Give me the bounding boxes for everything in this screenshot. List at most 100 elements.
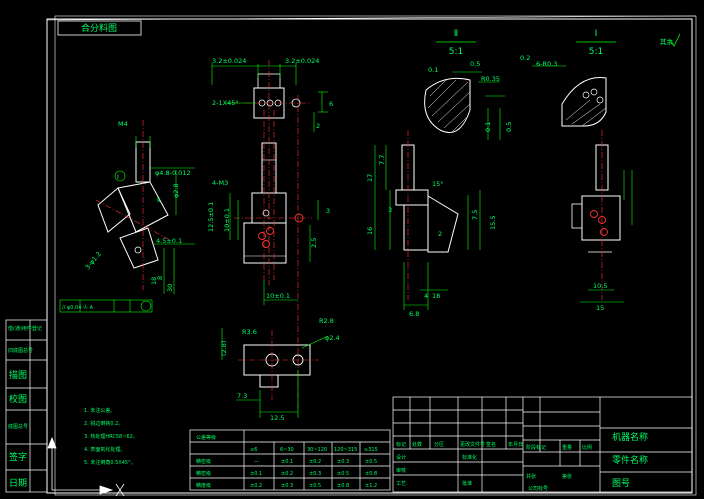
dim-0-1-top: 0.1 xyxy=(428,66,438,74)
dim-2-8: φ2.8 xyxy=(172,183,180,198)
dim-16: 16 xyxy=(366,227,374,235)
side-panel-row-6: 签字 xyxy=(9,451,27,463)
tb-cell-8: 审核 xyxy=(396,467,406,474)
dim-4-side: 4 xyxy=(424,292,428,300)
dim-3: 3 xyxy=(326,207,330,215)
dim-r28: R2.8 xyxy=(319,317,334,325)
dim-6r03: 6-R0.3 xyxy=(536,60,557,68)
side-panel-row-1: 借(通)用件登记 xyxy=(8,325,42,332)
tol-row0-2: ±0.1 xyxy=(281,459,293,465)
frame-top-line xyxy=(46,15,697,21)
ucs-axis-icon xyxy=(47,436,125,497)
side-view-1 xyxy=(395,130,459,300)
label-roman-b: Ⅱ xyxy=(157,196,160,204)
dims-main xyxy=(211,63,328,305)
dim-chamfer: 2-1X45° xyxy=(212,99,239,107)
tol-row1-5: ±0.8 xyxy=(365,471,377,477)
dim-12-5: 12.5±0.1 xyxy=(207,202,215,232)
dim-1-2: 3-φ1.2 xyxy=(83,250,103,271)
tol-row2-5: ±1.2 xyxy=(365,483,377,489)
tb-company: 公司标号 xyxy=(528,485,548,492)
tb-cell-5: 年月日 xyxy=(508,441,523,448)
title-block xyxy=(392,396,693,493)
title-block-text: 标记 处数 分区 更改文件号 签名 年月日 设计 标准化 审核 工艺 批准 阶段… xyxy=(396,431,648,492)
tol-row0-4: ±0.3 xyxy=(337,459,349,465)
tb-cell-4: 签名 xyxy=(486,441,496,448)
side-panel-row-5: 底图总号 xyxy=(8,423,28,430)
outer-border xyxy=(46,18,693,494)
tb-cell-10: 批准 xyxy=(462,480,472,487)
detail-I-label: Ⅱ xyxy=(454,29,458,39)
tol-row0-5: ±0.5 xyxy=(365,459,377,465)
tb-cell-6: 设计 xyxy=(396,454,406,461)
tol-row1-2: ±0.2 xyxy=(281,471,293,477)
tb-cell-3: 更改文件号 xyxy=(460,441,485,448)
detail-view-I xyxy=(424,41,476,133)
title-box xyxy=(57,20,142,36)
tol-row1-3: ±0.3 xyxy=(309,471,321,477)
tb-cell-14: 共张 xyxy=(526,473,536,480)
dim-top-right-tol: 3.2±0.024 xyxy=(285,57,319,65)
dims-left xyxy=(59,136,195,313)
dim-10-note: 10±0.1 xyxy=(223,208,231,232)
dim-0-1-side: 0.1 xyxy=(484,122,492,132)
tb-machine-name: 机器名称 xyxy=(612,431,648,443)
dim-7-3: 7.3 xyxy=(237,392,247,400)
dims-side-1 xyxy=(374,145,481,310)
note-5: 5. 未注倒角0.5X45°。 xyxy=(84,459,136,466)
dims-side-2 xyxy=(580,170,633,303)
tb-cell-0: 标记 xyxy=(396,441,406,448)
tol-row0-3: ±0.2 xyxy=(309,459,321,465)
title-box-text: 合分料图 xyxy=(81,22,117,34)
dim-30: 30 xyxy=(166,284,174,292)
dim-m4: M4 xyxy=(118,120,128,128)
side-panel-row-3: 描图 xyxy=(9,369,27,381)
dim-10-5: 10.5 xyxy=(593,282,607,290)
detail-view-II xyxy=(561,41,616,127)
tb-cell-9: 工艺 xyxy=(396,481,406,487)
dims-bottom xyxy=(221,328,329,418)
tb-part-name: 零件名称 xyxy=(612,454,648,466)
side-panel-row-7: 日期 xyxy=(9,478,27,489)
bottom-view xyxy=(238,330,318,400)
side-view-2 xyxy=(571,130,621,300)
dim-10-1: 10±0.1 xyxy=(266,292,290,300)
left-side-panel xyxy=(5,319,48,493)
main-part-front-view xyxy=(243,73,304,264)
tb-cell-12: 重量 xyxy=(562,444,572,451)
dim-8: 8 xyxy=(156,276,164,280)
tb-cell-13: 比例 xyxy=(582,444,592,451)
dim-r035: R0.35 xyxy=(481,75,500,83)
tb-cell-15: 第张 xyxy=(562,473,572,480)
tol-header-3: 30~120 xyxy=(307,447,327,453)
tolerance-frame: // φ0.04 Ⓐ A xyxy=(62,304,94,311)
dim-15-side2: 15 xyxy=(596,304,604,312)
left-angled-view xyxy=(95,120,171,290)
dim-4-5: 4.5±0.1 xyxy=(156,237,182,245)
dim-2-top: 2 xyxy=(316,122,320,130)
note-4: 4. 表面氧化处理。 xyxy=(84,446,125,453)
tol-header-2: 6~30 xyxy=(280,447,294,453)
label-roman-a: Ⅰ xyxy=(117,173,119,181)
tol-row2-0: 精度级 xyxy=(196,482,211,489)
detail-II-label: Ⅰ xyxy=(595,29,598,39)
dim-18-side: 18 xyxy=(432,292,440,300)
tb-cell-2: 分区 xyxy=(434,441,444,448)
dim-7-7: 7.7 xyxy=(378,155,386,165)
dim-2-side: 2 xyxy=(438,230,442,238)
tolerance-table xyxy=(189,429,391,491)
dim-6: 6 xyxy=(329,100,333,108)
dim-2-5: 2.5 xyxy=(310,238,318,248)
dim-18: 18 xyxy=(150,277,158,285)
dim-3-side: 3 xyxy=(388,206,392,214)
inner-frame xyxy=(54,15,697,496)
dim-4m3: 4-M3 xyxy=(212,179,228,187)
dim-r36: R3.6 xyxy=(242,328,257,336)
tb-drawing-no: 图号 xyxy=(612,478,630,489)
tolerance-table-text: 公差等级 ≤6 6~30 30~120 120~315 ≥315 精密级 — ±… xyxy=(196,434,378,489)
tol-row2-1: ±0.2 xyxy=(250,483,262,489)
dim-4-8: φ4.8-0.012 xyxy=(155,169,191,177)
tol-row2-3: ±0.5 xyxy=(309,483,321,489)
dim-7-5: 7.5 xyxy=(471,210,479,220)
